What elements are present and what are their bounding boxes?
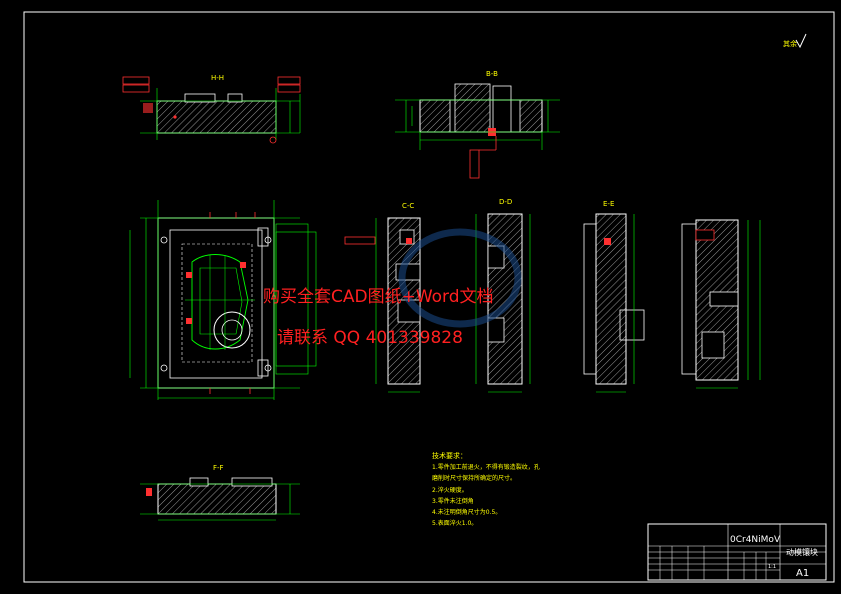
- title-block-material: 0Cr4NiMoV: [730, 535, 781, 545]
- roughness-symbol: 其余: [783, 33, 807, 49]
- watermark: 购买全套CAD图纸+Word文档 请联系 QQ 401339828: [263, 228, 522, 348]
- section-title-b: B-B: [486, 70, 498, 78]
- title-block-part-name: 动模镶块: [786, 547, 818, 557]
- section-view-b: B-B: [395, 70, 560, 179]
- section-view-side: [681, 219, 761, 389]
- notes-item-4: 3.零件未注倒角: [432, 497, 474, 505]
- notes-item-6: 5.表面淬火1.0。: [432, 519, 477, 527]
- technical-notes: 技术要求： 1.零件加工前退火，不得有锻造裂纹，孔 磨削时尺寸保持所确定的尺寸。…: [432, 451, 540, 527]
- title-block-scale: 1:1: [768, 564, 776, 570]
- section-title-d: D-D: [499, 198, 512, 206]
- roughness-label: 其余: [783, 39, 797, 48]
- drawing-border: [23, 11, 835, 583]
- notes-item-3: 2.淬火硬度。: [432, 486, 468, 494]
- section-title-e: E-E: [603, 200, 614, 208]
- section-title-c: C-C: [402, 202, 414, 210]
- notes-item-5: 4.未注明倒角尺寸为0.5。: [432, 508, 501, 516]
- section-view-e: E-E: [583, 200, 645, 393]
- section-title-f: F-F: [213, 464, 224, 472]
- watermark-line-1: 购买全套CAD图纸+Word文档: [263, 287, 494, 307]
- notes-item-1: 1.零件加工前退火，不得有锻造裂纹，孔: [432, 463, 540, 471]
- watermark-line-2: 请联系 QQ 401339828: [277, 328, 463, 348]
- section-view-h: H-H: [122, 74, 301, 144]
- section-title-h: H-H: [211, 74, 224, 82]
- title-block: 0Cr4NiMoV 动模镶块 1:1 A1: [647, 523, 827, 581]
- notes-item-2: 磨削时尺寸保持所确定的尺寸。: [432, 474, 516, 482]
- notes-title: 技术要求：: [432, 451, 467, 460]
- title-block-sheet-size: A1: [796, 568, 809, 579]
- plan-view: [129, 200, 376, 400]
- section-view-f: F-F: [140, 464, 300, 521]
